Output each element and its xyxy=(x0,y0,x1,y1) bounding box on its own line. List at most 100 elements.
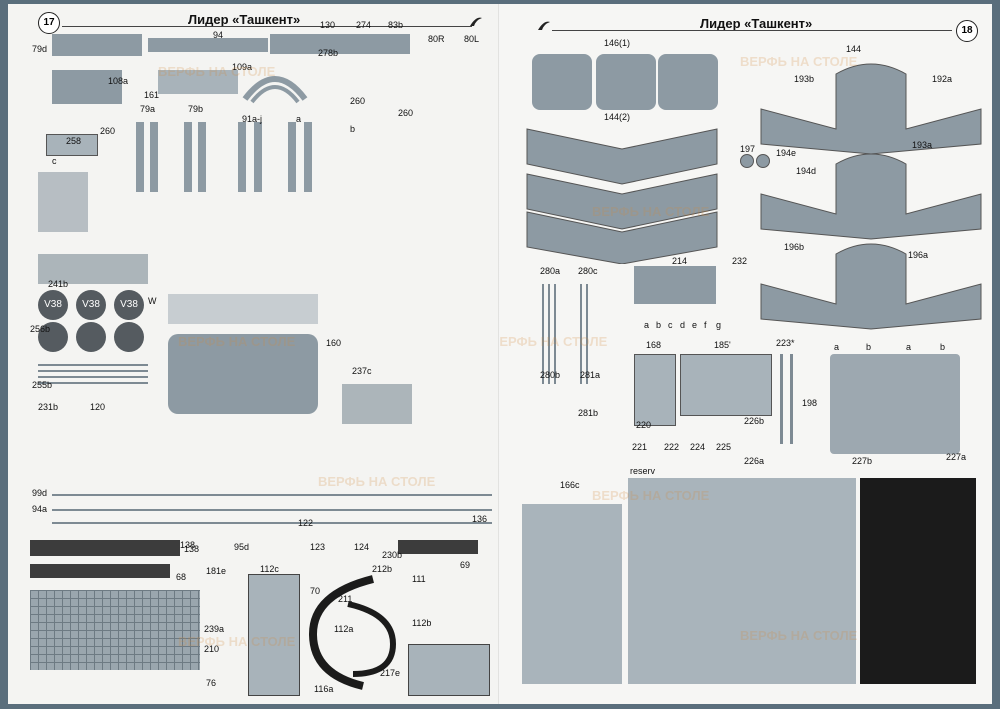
part-label: 109a xyxy=(232,62,253,72)
part-label: 83b xyxy=(388,20,404,30)
part-column xyxy=(254,122,262,192)
strip-122 xyxy=(52,494,492,496)
part-deck-grid xyxy=(30,590,200,670)
watermark-logo: ВЕРФЬ НА СТОЛЕ xyxy=(500,334,608,349)
part-label: 166c xyxy=(560,480,580,490)
v38-part: V38 xyxy=(38,290,68,320)
part-label: 194d xyxy=(796,166,817,176)
part-label: 168 xyxy=(646,340,662,350)
part-column xyxy=(184,122,192,192)
part-label: e xyxy=(692,320,698,330)
v38-part-base xyxy=(114,322,144,352)
part-strip xyxy=(270,34,410,54)
part-label: 214 xyxy=(672,256,688,266)
watermark-logo: ВЕРФЬ НА СТОЛЕ xyxy=(318,474,436,489)
part-label: 95d xyxy=(234,542,250,552)
rod-280a xyxy=(554,284,556,384)
part-label: 79a xyxy=(140,104,156,114)
strip xyxy=(38,382,148,384)
panel-dark xyxy=(860,478,976,684)
arc-parts xyxy=(242,76,308,104)
page-title-left: Лидер «Ташкент» xyxy=(188,12,301,27)
part-funnel-set xyxy=(168,334,318,414)
part-ring-set xyxy=(168,294,318,324)
part-211 xyxy=(248,574,300,696)
part-ellipse-grid xyxy=(830,354,960,454)
part-label: 160 xyxy=(326,338,342,348)
part-column xyxy=(136,122,144,192)
part-label: 260 xyxy=(100,126,116,136)
publisher-logo-icon xyxy=(538,21,550,30)
part-185 xyxy=(680,354,772,416)
part-label: b xyxy=(656,320,662,330)
part-label: d xyxy=(680,320,686,330)
part-label: 94a xyxy=(32,504,48,514)
part-column xyxy=(288,122,296,192)
part-label: a xyxy=(834,342,840,352)
part-label: 227b xyxy=(852,456,873,466)
part-label: 222 xyxy=(664,442,680,452)
part-strip xyxy=(148,38,268,52)
part-label: 79d xyxy=(32,44,48,54)
part-label: 108a xyxy=(108,76,129,86)
part-166c xyxy=(522,504,622,684)
part-label: c xyxy=(668,320,673,330)
part-label: 260 xyxy=(398,108,414,118)
part-label: 280b xyxy=(540,370,561,380)
part-label: 120 xyxy=(90,402,106,412)
part-label: 161 xyxy=(144,90,160,100)
part-label: 112b xyxy=(412,618,432,628)
part-label: 239a xyxy=(204,624,225,634)
part-label: 211 xyxy=(338,594,353,604)
part-label: 94 xyxy=(213,30,224,40)
part-label: 226b xyxy=(744,416,765,426)
part-label: 146(1) xyxy=(604,38,631,48)
v38-part-base xyxy=(76,322,106,352)
part-label: 226a xyxy=(744,456,765,466)
part-label: 181e xyxy=(206,566,227,576)
part-label: 144(2) xyxy=(604,112,631,122)
part-label: 122 xyxy=(298,518,314,528)
part-184 xyxy=(342,384,412,424)
part-label: reserv xyxy=(630,466,656,476)
part-238 xyxy=(38,254,148,284)
watermark-logo: ВЕРФЬ НА СТОЛЕ xyxy=(178,334,296,349)
part-205 xyxy=(408,644,490,696)
part-168 xyxy=(634,354,676,426)
part-label: 80R xyxy=(428,34,445,44)
part-label: 230b xyxy=(382,550,403,560)
part-label: 111 xyxy=(412,574,426,584)
publisher-logo-icon xyxy=(470,17,482,26)
part-label: 210 xyxy=(204,644,220,654)
panel-light xyxy=(628,478,856,684)
strip-1231 xyxy=(52,522,492,524)
part-label: 232 xyxy=(732,256,748,266)
header-rule xyxy=(552,30,952,31)
part-label: 241b xyxy=(48,279,69,289)
part-label: 197 xyxy=(740,144,756,154)
strip xyxy=(38,370,148,372)
left-page: 17 Лидер «Ташкент» V38 V38 V38 79d 94 1 xyxy=(8,4,500,704)
part-label: 280c xyxy=(578,266,598,276)
v38-part: V38 xyxy=(76,290,106,320)
page-title-right: Лидер «Ташкент» xyxy=(700,16,813,31)
part-label: b xyxy=(350,124,356,134)
part-label: b xyxy=(940,342,946,352)
v38-part-base xyxy=(38,322,68,352)
part-label: 256b xyxy=(30,324,51,334)
part-label: 99d xyxy=(32,488,48,498)
part-label: a xyxy=(906,342,912,352)
watermark-logo: ВЕРФЬ НА СТОЛЕ xyxy=(740,54,858,69)
part-label: 193b xyxy=(794,74,815,84)
part-panel xyxy=(158,70,238,94)
part-label: 220 xyxy=(636,420,652,430)
rod-280c xyxy=(586,284,588,384)
part-197 xyxy=(756,154,770,168)
watermark-logo: ВЕРФЬ НА СТОЛЕ xyxy=(592,488,710,503)
part-label: 258 xyxy=(66,136,82,146)
part-label: 69 xyxy=(460,560,471,570)
part-146-block xyxy=(658,54,718,110)
rod-280c xyxy=(580,284,582,384)
part-146-block xyxy=(596,54,656,110)
part-label: 198 xyxy=(802,398,818,408)
